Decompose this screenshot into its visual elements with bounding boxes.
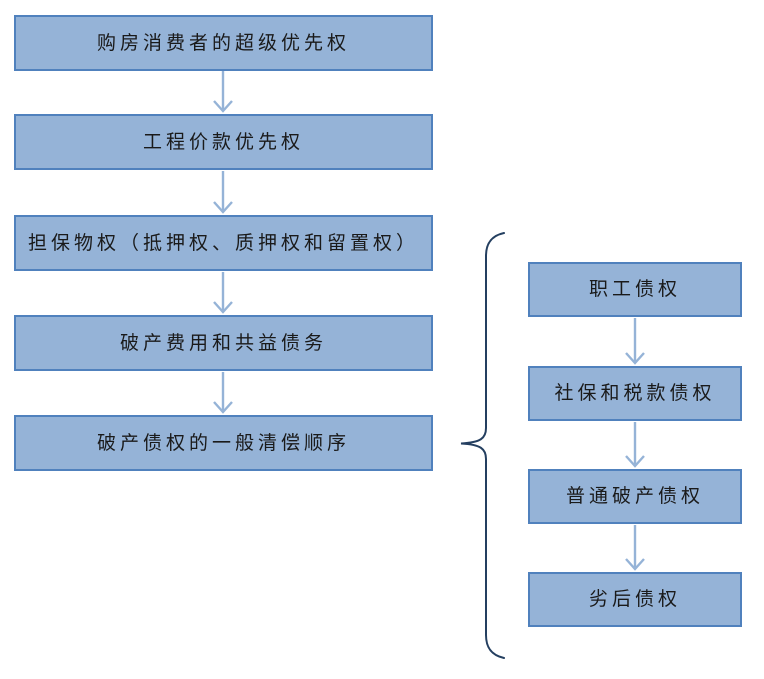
- down-arrow-icon: [625, 525, 645, 571]
- down-arrow-icon: [625, 318, 645, 365]
- curly-brace: [460, 232, 505, 659]
- box-homebuyer-super-priority: 购房消费者的超级优先权: [14, 15, 433, 71]
- box-label: 破产债权的一般清偿顺序: [96, 431, 350, 454]
- box-security-interests: 担保物权（抵押权、质押权和留置权）: [14, 215, 433, 271]
- box-construction-payment-priority: 工程价款优先权: [14, 114, 433, 170]
- box-subordinated-claims: 劣后债权: [528, 572, 742, 627]
- down-arrow-icon: [213, 272, 233, 314]
- down-arrow-icon: [213, 171, 233, 214]
- box-bankruptcy-expenses-common-debts: 破产费用和共益债务: [14, 315, 433, 371]
- down-arrow-icon: [213, 372, 233, 414]
- box-label: 劣后债权: [588, 588, 681, 611]
- down-arrow-icon: [625, 422, 645, 468]
- box-label: 担保物权（抵押权、质押权和留置权）: [27, 231, 419, 254]
- box-general-repayment-order: 破产债权的一般清偿顺序: [14, 415, 433, 471]
- box-label: 购房消费者的超级优先权: [96, 31, 350, 54]
- box-label: 普通破产债权: [565, 485, 704, 508]
- box-label: 工程价款优先权: [142, 130, 304, 153]
- box-label: 社保和税款债权: [554, 382, 716, 405]
- box-label: 破产费用和共益债务: [119, 331, 327, 354]
- box-employee-claims: 职工债权: [528, 262, 742, 317]
- box-social-insurance-tax-claims: 社保和税款债权: [528, 366, 742, 421]
- box-label: 职工债权: [588, 278, 681, 301]
- box-ordinary-bankruptcy-claims: 普通破产债权: [528, 469, 742, 524]
- down-arrow-icon: [213, 71, 233, 113]
